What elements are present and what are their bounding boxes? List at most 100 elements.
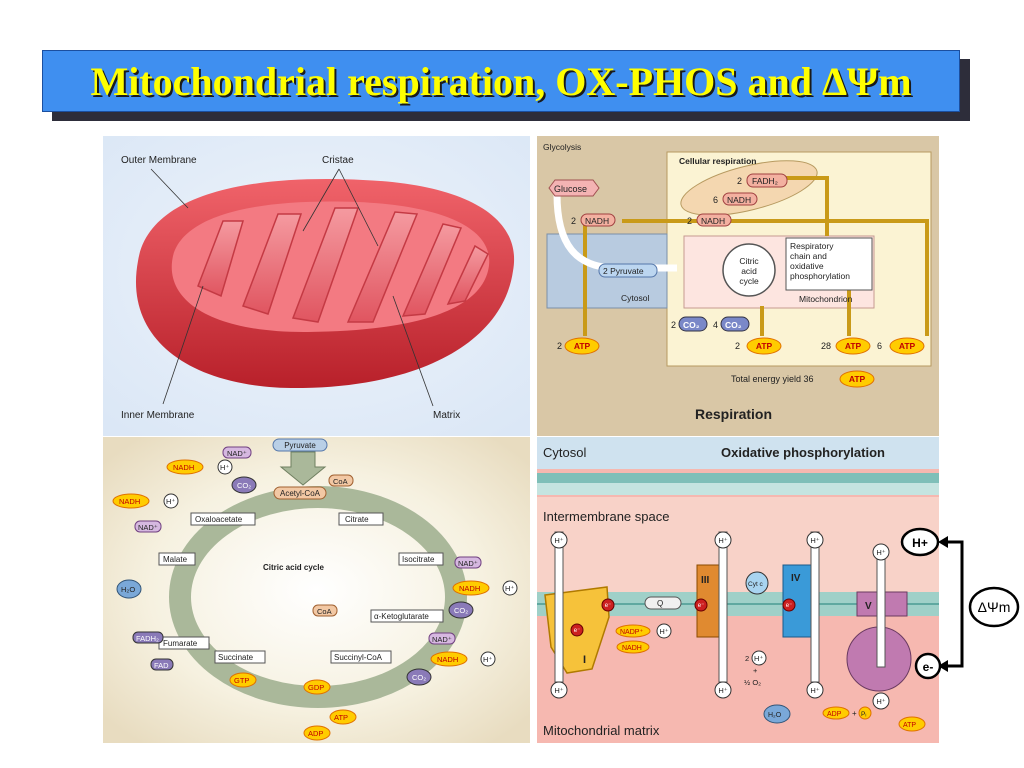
tca-h-2: H⁺ [166, 497, 175, 506]
complex-iv-label: IV [791, 573, 801, 584]
glycolysis-label: Glycolysis [543, 142, 581, 152]
tca-atp: ATP [334, 713, 348, 722]
total-yield-label: Total energy yield 36 [731, 374, 814, 384]
h-atpsynthase-out: H⁺ [876, 697, 885, 706]
resp-chain-line1: Respiratory [790, 241, 834, 251]
nadp-label: NADP⁺ [620, 629, 643, 636]
malate-label: Malate [163, 555, 188, 564]
atp-badge-1: ATP [574, 341, 591, 351]
oxaloacetate-label: Oxaloacetate [195, 515, 243, 524]
tca-coa-1: CoA [333, 477, 348, 486]
nadh-glycolysis-label: NADH [585, 216, 609, 226]
tca-co2-1: CO₂ [237, 481, 251, 490]
isocitrate-label: Isocitrate [402, 555, 435, 564]
matrix-label: Matrix [433, 410, 460, 421]
tca-nad-2: NAD⁺ [138, 523, 158, 532]
atp-badge-total: ATP [849, 374, 866, 384]
respiration-overview-panel: Glycolysis Cellular respiration Glucose … [537, 136, 939, 436]
intermembrane-label: Intermembrane space [543, 509, 669, 524]
cytosol-label: Cytosol [621, 293, 649, 303]
tca-h-4: H⁺ [483, 655, 492, 664]
mitochondrion-label: Mitochondrion [799, 294, 853, 304]
resp-chain-line2: chain and [790, 251, 827, 261]
oxphos-adp-label: ADP [827, 711, 842, 718]
h-pump-4: H⁺ [810, 536, 819, 545]
tca-nadh-1: NADH [173, 463, 194, 472]
tca-fad: FAD [154, 661, 169, 670]
co2-label-b: CO₂ [725, 320, 742, 330]
electron-side-label: e- [923, 660, 934, 674]
citric-label: Citric [739, 256, 759, 266]
h-plus-side-label: H+ [912, 536, 928, 550]
h-matrix-3: H⁺ [718, 686, 727, 695]
tca-adp: ADP [308, 729, 323, 738]
tca-co2-3: CO₂ [412, 673, 426, 682]
h-pump-3: H⁺ [718, 536, 727, 545]
title-banner: Mitochondrial respiration, OX-PHOS and Δ… [42, 50, 960, 112]
electron-3: e⁻ [698, 603, 705, 609]
acid-label: acid [741, 266, 757, 276]
tca-nadh-2: NADH [119, 497, 140, 506]
citric-acid-cycle-panel: Pyruvate Acetyl-CoA Oxaloacetate Citrate… [103, 437, 530, 743]
nadh-2b-label: NADH [701, 216, 725, 226]
slide-title: Mitochondrial respiration, OX-PHOS and Δ… [90, 58, 912, 104]
tca-co2-2: CO₂ [454, 606, 468, 615]
h-nadp: H⁺ [659, 627, 668, 636]
succinyl-coa-label: Succinyl-CoA [334, 653, 383, 662]
tca-coa-2: CoA [317, 607, 332, 616]
half-o2-label: ½ O₂ [744, 678, 761, 687]
ubiquinone-label: Q [657, 599, 663, 608]
cytc-label: Cyt c [748, 581, 764, 588]
tca-nad-1: NAD⁺ [227, 449, 247, 458]
complex-iii-label: III [701, 575, 710, 586]
resp-chain-line3: oxidative [790, 261, 824, 271]
oxphos-nadh-label: NADH [622, 645, 642, 652]
acetyl-coa-label: Acetyl-CoA [280, 489, 321, 498]
respiration-label: Respiration [695, 406, 772, 422]
cycle-label: cycle [739, 276, 759, 286]
co2-count-2: 2 [671, 320, 676, 330]
cristae-label: Cristae [322, 155, 354, 166]
nadh-count-2b: 2 [687, 216, 692, 226]
adp-pi-plus: + [852, 709, 857, 718]
h-atpsynthase-in: H⁺ [876, 548, 885, 557]
tca-pyruvate: Pyruvate [284, 441, 316, 450]
nadh-6-label: NADH [727, 195, 751, 205]
complex-i-label: I [583, 654, 586, 666]
matrix-space-label: Mitochondrial matrix [543, 723, 660, 738]
membrane-potential-annotation: H+ ΔΨm e- [900, 520, 1024, 700]
co2-label-a: CO₂ [683, 320, 700, 330]
electron-1: e⁻ [605, 603, 612, 609]
h-matrix-1: H⁺ [554, 686, 563, 695]
two-h-hplus: H⁺ [754, 654, 763, 663]
inner-membrane-label: Inner Membrane [121, 410, 195, 421]
tca-fadh2: FADH₂ [136, 634, 159, 643]
oxphos-title: Oxidative phosphorylation [721, 445, 885, 460]
glucose-label: Glucose [554, 184, 587, 194]
tca-h-1: H⁺ [220, 463, 229, 472]
oxphos-h2o-label: H₂O [768, 712, 782, 719]
cycle-center-label: Citric acid cycle [263, 563, 324, 572]
tca-nad-4: NAD⁺ [432, 635, 452, 644]
atp-count-glycolysis: 2 [557, 341, 562, 351]
tca-h-3: H⁺ [505, 584, 514, 593]
oxidative-phosphorylation-panel: Cytosol Oxidative phosphorylation Interm… [537, 437, 939, 743]
tca-gtp: GTP [234, 676, 249, 685]
pi-label: Pᵢ [861, 711, 866, 718]
two-h-count: 2 [745, 654, 749, 663]
nadh-count-6: 6 [713, 195, 718, 205]
mitochondrion-structure-panel: Outer Membrane Cristae Inner Membrane Ma… [103, 136, 530, 436]
delta-psi-label: ΔΨm [978, 599, 1011, 615]
outer-membrane-label: Outer Membrane [121, 155, 197, 166]
pyruvate-label: 2 Pyruvate [603, 266, 644, 276]
succinate-label: Succinate [218, 653, 254, 662]
electron-4: e⁻ [786, 603, 793, 609]
resp-chain-line4: phosphorylation [790, 271, 850, 281]
tca-h2o: H₂O [121, 585, 135, 594]
atp-count-6: 6 [877, 341, 882, 351]
atp-badge-3: ATP [845, 341, 862, 351]
atp-badge-4: ATP [899, 341, 916, 351]
atp-badge-2: ATP [756, 341, 773, 351]
nadh-count-glycolysis: 2 [571, 216, 576, 226]
fadh2-count: 2 [737, 176, 742, 186]
